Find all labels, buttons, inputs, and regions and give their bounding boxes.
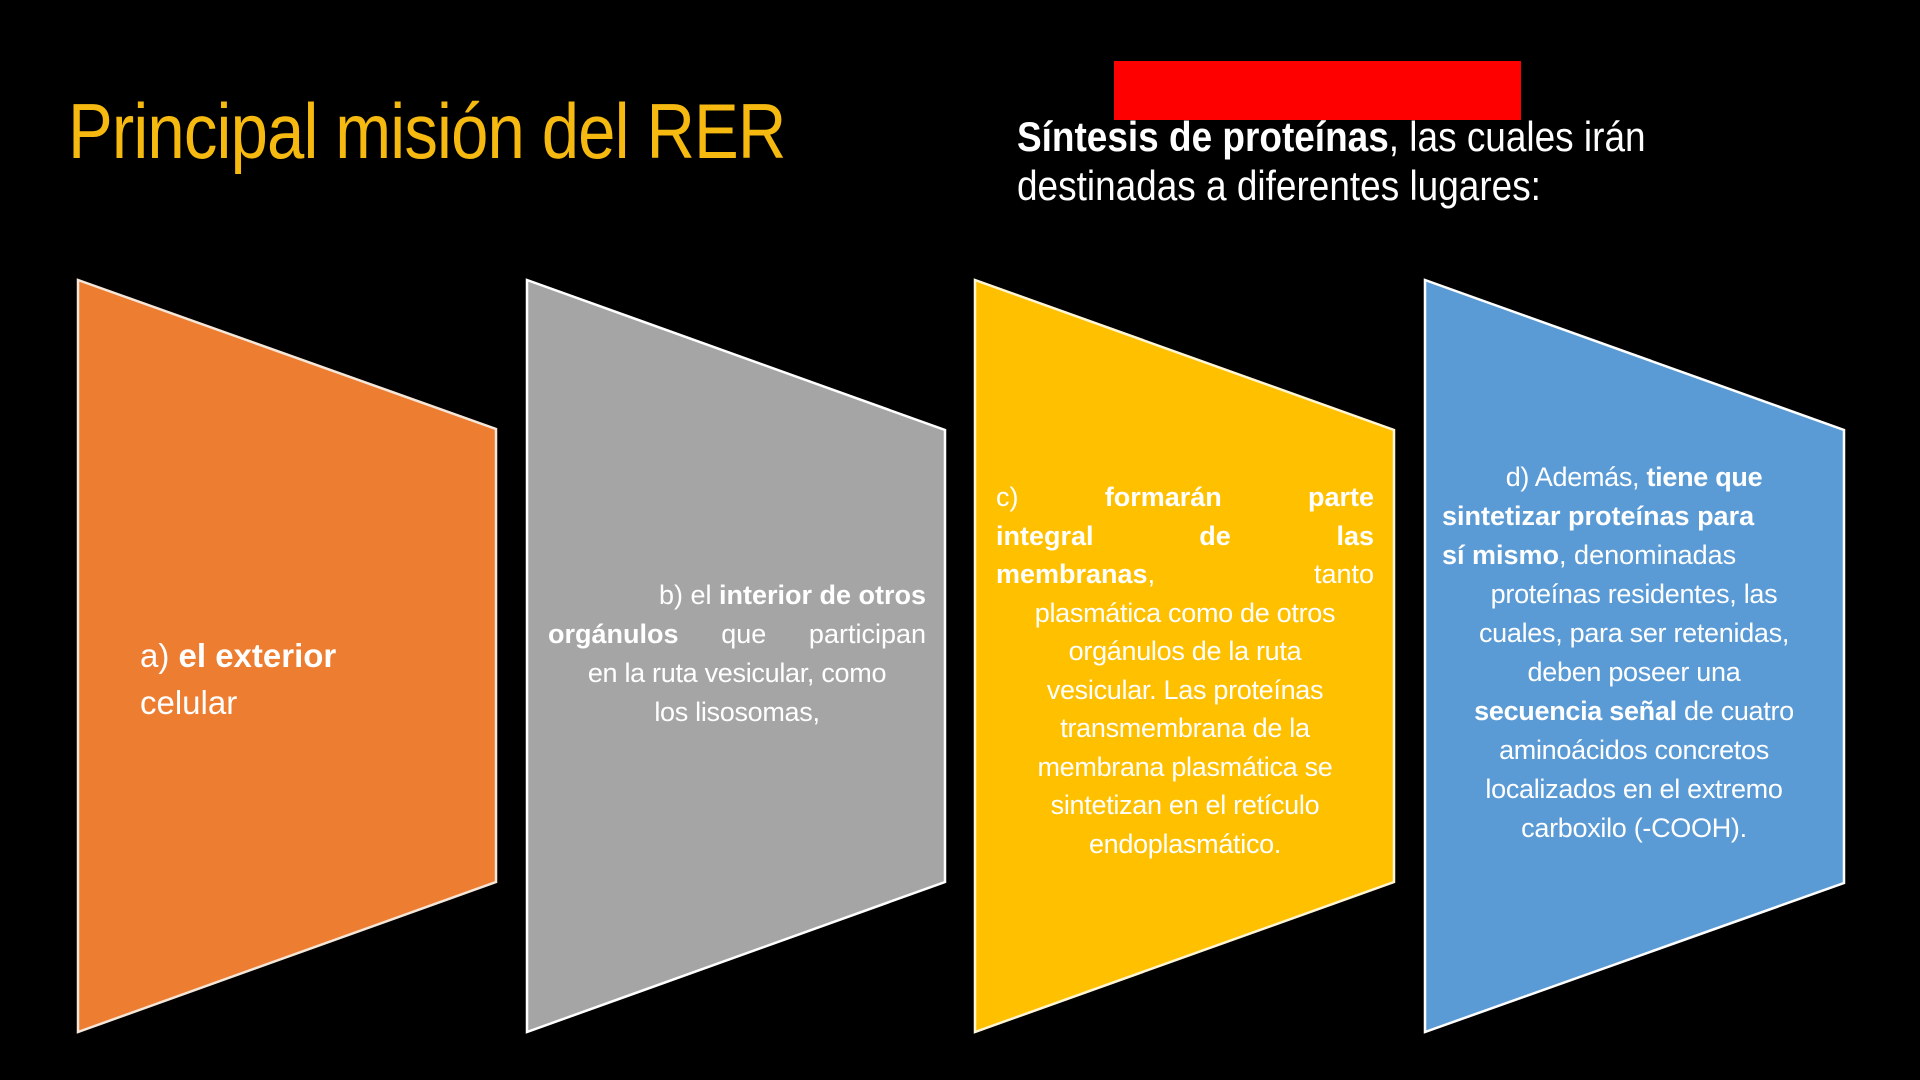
card-b-bold-2: orgánulos — [548, 619, 679, 649]
card-b-rest-2: que participan — [678, 619, 926, 649]
card-d-line-5: cuales, para ser retenidas, — [1478, 618, 1790, 648]
subtitle-rest: , las cuales irán — [1388, 113, 1646, 160]
card-d-line-1: d) Además, tiene que — [1442, 458, 1826, 497]
card-d-rest-7: de cuatro — [1676, 696, 1794, 726]
card-c-line-3: membranas, tanto — [996, 555, 1374, 594]
card-d-shape — [1423, 278, 1846, 1034]
card-c-prefix: c) — [996, 482, 1105, 512]
card-b-text: b) el interior de otros orgánulos que pa… — [548, 576, 926, 732]
card-d-bold-7: secuencia señal — [1474, 696, 1677, 726]
card-b-bold-1: interior de otros — [718, 580, 926, 610]
card-d-line-9: localizados en el extremo — [1485, 774, 1783, 804]
card-b-line-3: en la ruta vesicular, como — [587, 658, 887, 688]
card-b-line-2: orgánulos que participan — [548, 615, 926, 654]
redaction-bar — [1114, 61, 1521, 120]
card-d-line-6: deben poseer una — [1527, 657, 1741, 687]
card-d-line-4: proteínas residentes, las — [1490, 579, 1778, 609]
card-d-line-10: carboxilo (-COOH). — [1521, 813, 1747, 843]
card-a-bold: el exterior — [178, 637, 337, 674]
card-d-rest-3: , denominadas — [1559, 540, 1737, 570]
card-c-line-5: orgánulos de la ruta — [1068, 636, 1302, 666]
card-b-prefix: b) el — [658, 580, 719, 610]
card-d-line-8: aminoácidos concretos — [1499, 735, 1769, 765]
card-d-bold-3: sí mismo — [1442, 540, 1560, 570]
card-a-line-2: celular — [140, 684, 238, 721]
card-d-text: d) Además, tiene que sintetizar proteína… — [1442, 458, 1826, 848]
card-d-line-7: secuencia señal de cuatro — [1442, 692, 1826, 731]
card-c-rest-3: , tanto — [1147, 559, 1374, 589]
card-c-bold-3: membranas — [996, 559, 1148, 589]
card-a-text: a) el exterior celular — [140, 632, 470, 726]
card-c-line-2: integral de las — [996, 517, 1374, 556]
subtitle-line-1: Síntesis de proteínas, las cuales irán — [1017, 112, 1646, 161]
card-d-prefix: d) Además, — [1505, 462, 1647, 492]
card-c-bold-2: integral de las — [996, 520, 1374, 551]
card-c-text: c) formarán parte integral de las membra… — [996, 478, 1374, 863]
card-c-line-6: vesicular. Las proteínas — [1046, 674, 1324, 705]
card-b-shape — [525, 278, 947, 1034]
card-b-line-4: los lisosomas, — [654, 697, 820, 727]
card-d-line-2: sintetizar proteínas para — [1442, 497, 1826, 536]
card-c-bold-1: formarán parte — [1104, 482, 1374, 512]
card-c-line-10: endoplasmático. — [1088, 828, 1282, 859]
slide-subtitle: Síntesis de proteínas, las cuales irán d… — [1017, 112, 1646, 210]
card-c-line-8: membrana plasmática se — [1037, 751, 1333, 782]
slide-title: Principal misión del RER — [68, 87, 786, 175]
card-a-prefix: a) — [140, 637, 179, 674]
card-d-bold-2: sintetizar proteínas para — [1442, 501, 1755, 531]
subtitle-line-2: destinadas a diferentes lugares: — [1017, 162, 1541, 209]
card-d-bold-1: tiene que — [1646, 462, 1763, 492]
card-c-line-1: c) formarán parte — [996, 478, 1374, 517]
card-a-shape — [76, 278, 498, 1034]
card-c-shape — [973, 278, 1396, 1034]
card-a-line-1: a) el exterior — [140, 632, 470, 679]
subtitle-bold: Síntesis de proteínas — [1017, 113, 1389, 160]
card-c-line-4: plasmática como de otros — [1034, 597, 1336, 628]
card-d-line-3: sí mismo, denominadas — [1442, 536, 1826, 575]
card-b-line-1: b) el interior de otros — [548, 576, 926, 615]
card-c-line-9: sintetizan en el retículo — [1050, 790, 1320, 820]
card-c-line-7: transmembrana de la — [1060, 713, 1310, 743]
